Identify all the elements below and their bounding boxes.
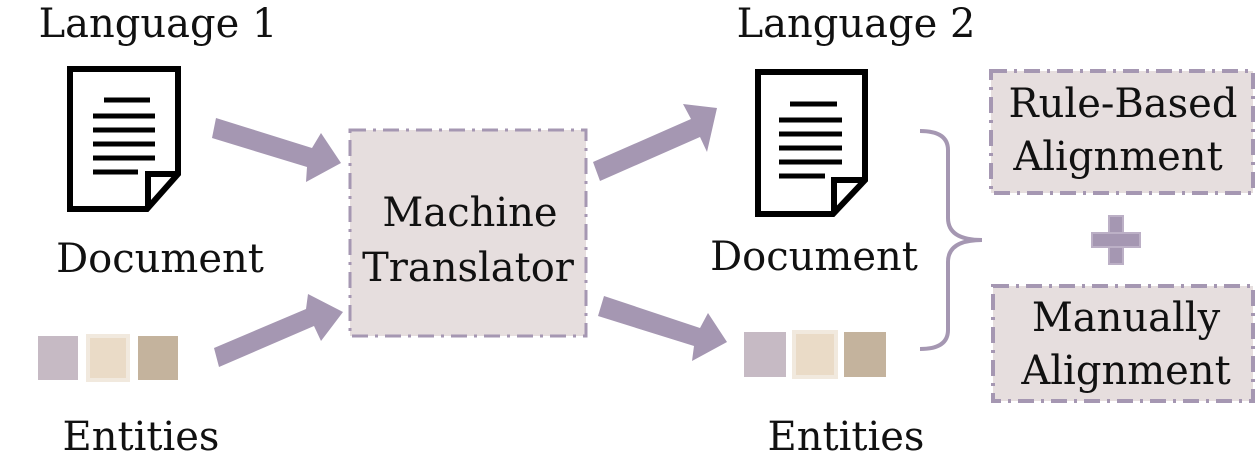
target-document-label: Document [710, 234, 918, 280]
machine-translator-box: Machine Translator [348, 128, 588, 338]
target-entities [744, 330, 886, 379]
manual-alignment-box: Manually Alignment [991, 284, 1255, 403]
arrow-translator-to-document [593, 104, 717, 181]
target-document-icon [755, 69, 868, 217]
source-document-icon [67, 66, 181, 212]
plus-icon [1091, 215, 1141, 265]
source-document-label: Document [56, 236, 264, 282]
rule-based-alignment-box: Rule-Based Alignment [989, 69, 1255, 195]
translator-label-line1: Machine [382, 190, 557, 236]
arrow-entities-to-translator [214, 294, 343, 367]
source-entity-3 [138, 336, 178, 380]
source-entities-label: Entities [63, 414, 220, 460]
rule-based-label-line1: Rule-Based [1009, 81, 1238, 127]
arrow-translator-to-entities [598, 296, 727, 361]
manual-label-line1: Manually [1032, 295, 1221, 341]
source-entity-2 [86, 334, 130, 382]
target-entity-3 [844, 332, 886, 377]
target-language-label: Language 2 [737, 1, 976, 47]
alignment-brace [919, 129, 983, 351]
source-language-label: Language 1 [39, 1, 278, 47]
source-entity-1 [38, 336, 78, 380]
target-entities-label: Entities [768, 414, 925, 460]
target-entity-1 [744, 332, 786, 377]
target-entity-2 [792, 330, 838, 379]
source-entities [38, 334, 178, 382]
translator-label-line2: Translator [362, 245, 575, 291]
manual-label-line2: Alignment [1020, 348, 1230, 394]
rule-based-label-line2: Alignment [1012, 134, 1222, 180]
arrow-document-to-translator [212, 118, 341, 182]
